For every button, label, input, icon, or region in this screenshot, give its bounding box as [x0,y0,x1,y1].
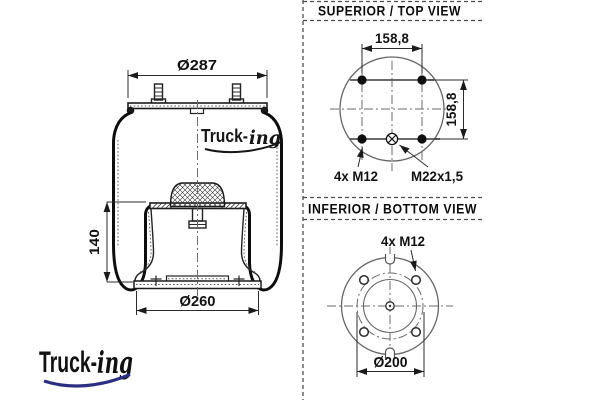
dim-top-plate-diameter: Ø287 [127,57,268,98]
bottom-view-panel: INFERIOR / BOTTOM VIEW 4x M12 [308,202,477,377]
top-view-bolt-holes [357,75,427,144]
air-fitting-label: M22x1,5 [411,168,463,184]
piston-skirt [134,208,261,282]
bottom-view-center-hole [385,301,395,311]
bolt-spacing-vertical-label: 158,8 [443,92,459,126]
watermark-text-ing: ing [249,127,281,149]
dim-bolt-spacing-vertical: 158,8 [443,80,467,139]
base-diameter-label: Ø260 [180,293,216,310]
top-view-title: SUPERIOR / TOP VIEW [318,4,461,19]
top-plate-diameter-label: Ø287 [177,57,217,74]
side-view-drawing: Ø287 [86,57,284,315]
bolt-spacing-horizontal-label: 158,8 [375,30,409,46]
bolt-circle-diameter-label: Ø200 [374,354,408,371]
dim-base-diameter: Ø260 [136,291,259,315]
panel-separators [302,0,483,400]
brand-swoosh [43,373,131,388]
bottom-view-labels: 4x M12 [381,233,425,272]
watermark-text-truck: Truck- [201,126,248,146]
dim-piston-height: 140 [86,201,146,283]
bellows-outline [111,111,284,292]
dim-bolt-circle-diameter: Ø200 [356,312,425,377]
bumper [169,182,226,208]
bottom-view-notches [384,254,396,358]
top-view-labels: 4x M12 M22x1,5 [334,144,463,184]
watermark-swoosh [204,141,282,154]
bottom-view-bolts-label: 4x M12 [381,233,425,249]
bottom-view-title: INFERIOR / BOTTOM VIEW [308,202,477,217]
bellows-inner-texture [117,140,278,246]
top-view-centerlines [330,61,454,171]
brand-logo: Truck- ing [39,346,133,388]
brand-text-truck: Truck- [39,346,97,379]
air-fitting-symbol [385,132,399,146]
bellows-watermark-logo: Truck- ing [201,126,282,154]
dim-bolt-spacing-horizontal: 158,8 [361,30,423,73]
piston-height-label: 140 [86,229,102,255]
top-view-bolts-label: 4x M12 [334,168,378,184]
bottom-view-bolt-holes [358,274,422,338]
top-view-panel: SUPERIOR / TOP VIEW [318,4,468,184]
